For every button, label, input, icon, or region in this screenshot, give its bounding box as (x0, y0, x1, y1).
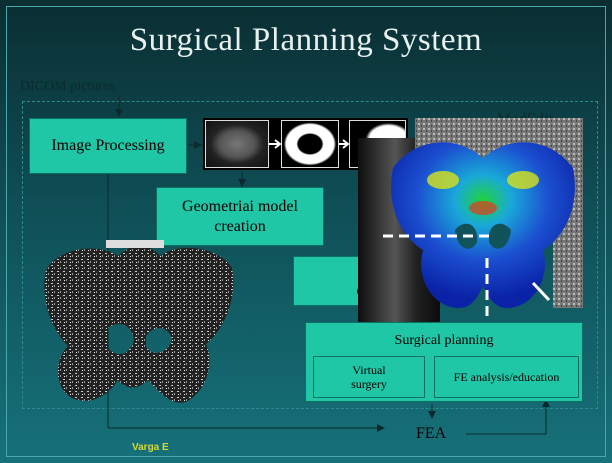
segmented-slice-image (281, 120, 339, 168)
slide-title: Surgical Planning System (129, 22, 483, 58)
author-label: Varga E (132, 442, 169, 453)
geometric-model-box: Geometriai model creation (156, 187, 324, 246)
virtual-surgery-box: Virtual surgery (313, 356, 425, 398)
fe-analysis-box: FE analysis/education (434, 356, 579, 398)
fe-pelvis-image (383, 118, 583, 316)
fea-label: FEA (416, 425, 447, 442)
image-processing-box: Image Processing (29, 118, 187, 174)
system-boundary (22, 101, 598, 409)
virtual-line1: Virtual (352, 362, 386, 377)
strip-arrows (269, 139, 350, 149)
dicom-label: DICOM pictures (20, 79, 115, 94)
virtual-line2: surgery (351, 377, 387, 391)
geometric-model-line2: creation (214, 217, 266, 235)
ct-slice-image (205, 120, 269, 168)
slide-border (6, 6, 606, 457)
pelvis-point-cloud-image (44, 240, 234, 403)
geometric-model-line1: Geometriai model (182, 197, 298, 215)
